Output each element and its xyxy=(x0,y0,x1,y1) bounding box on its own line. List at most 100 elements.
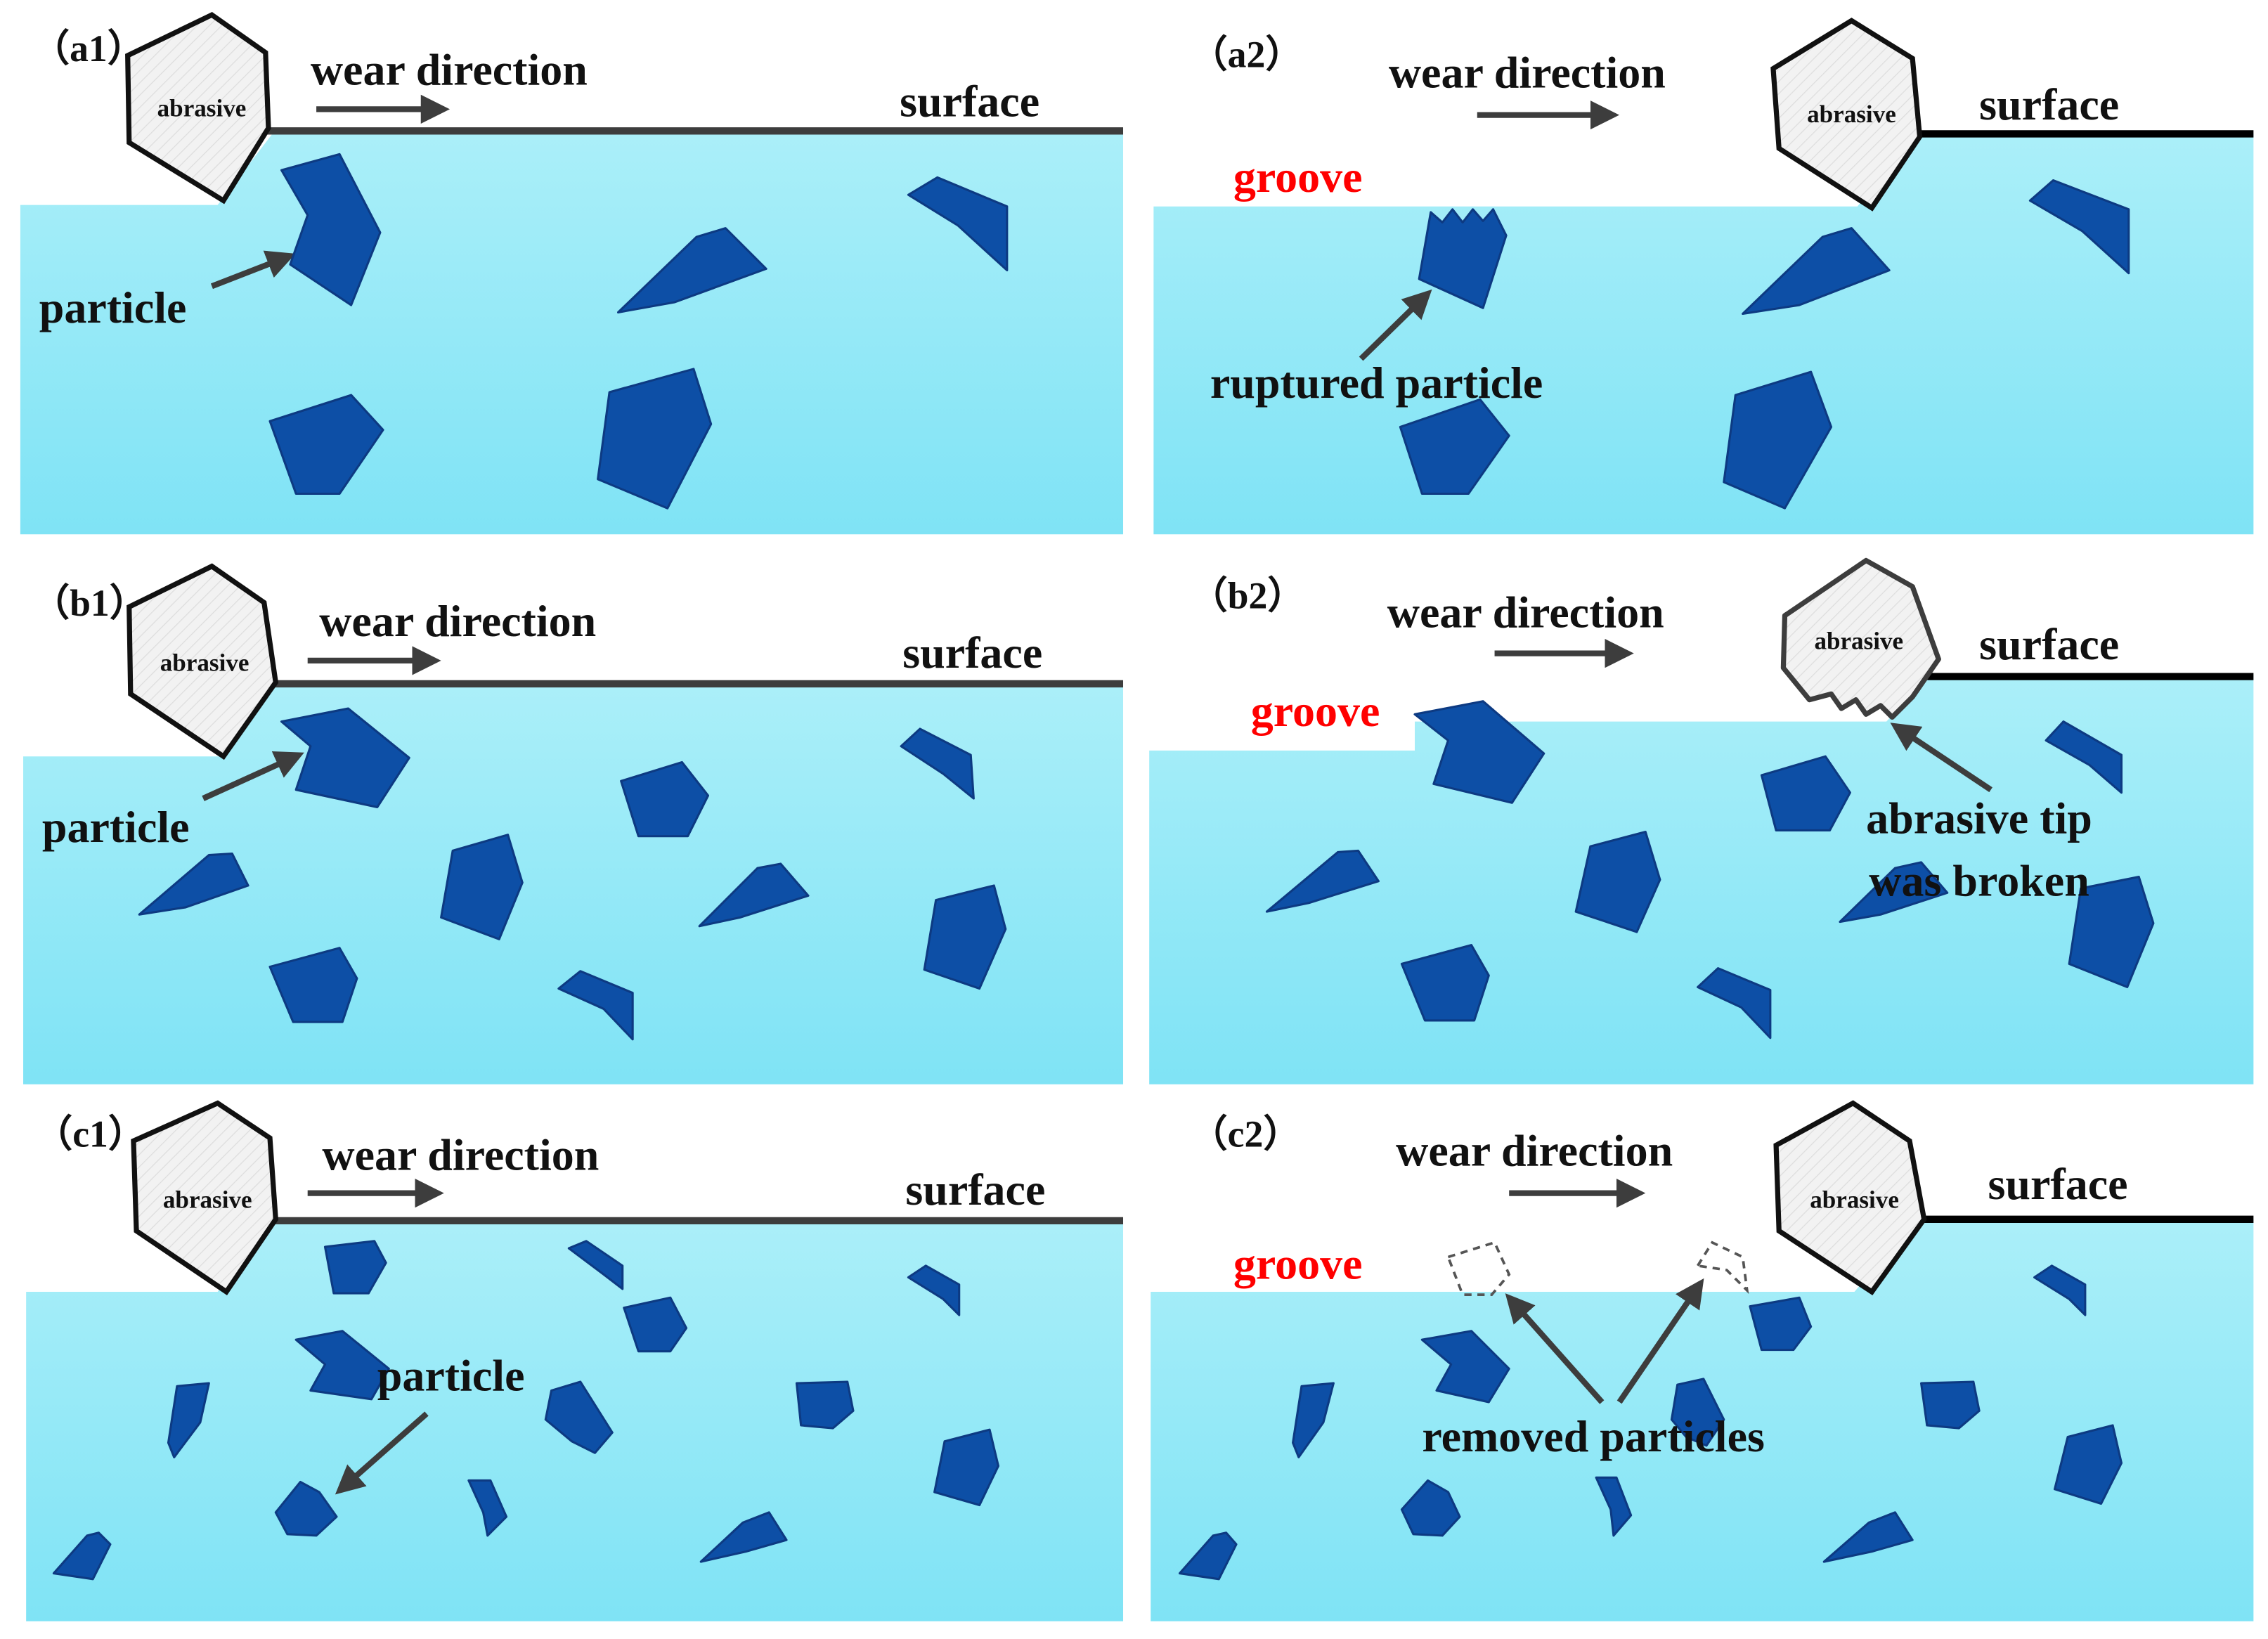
particle-icon xyxy=(1742,227,1891,316)
abrasive-grain-icon: abrasive xyxy=(131,1100,278,1296)
groove-label: groove xyxy=(1233,152,1363,202)
particle-icon xyxy=(2028,179,2130,275)
pointer-arrow xyxy=(202,751,304,801)
wear-direction-label: wear direction xyxy=(311,44,588,94)
abrasive-tip-label-line1: abrasive tip xyxy=(1866,793,2092,843)
wear-direction-label: wear direction xyxy=(319,596,596,646)
panel-a2: abrasive （a2） wear direction surface gro… xyxy=(1153,18,2254,535)
abrasive-tip-label-line2: was broken xyxy=(1869,855,2089,905)
particle-icon xyxy=(2068,876,2155,989)
particle-icon xyxy=(1400,1479,1461,1537)
particles xyxy=(52,1240,1000,1581)
particles xyxy=(1399,179,2130,510)
panel-a1: abrasive （a1） wear direction surface par… xyxy=(20,11,1124,535)
wear-direction-label: wear direction xyxy=(1389,47,1666,97)
particle-icon xyxy=(907,176,1009,272)
particle-icon xyxy=(907,1264,961,1316)
abrasive-label: abrasive xyxy=(1814,627,1903,654)
particle-icon xyxy=(1399,398,1510,495)
panel-tag: （c2） xyxy=(1190,1113,1301,1155)
broken-abrasive-grain-icon: abrasive xyxy=(1780,557,1941,720)
particle-icon xyxy=(699,1511,788,1563)
particle-icon xyxy=(2033,1264,2087,1316)
particle-icon xyxy=(567,1240,624,1290)
panel-tag: （b1） xyxy=(32,582,147,624)
particle-label: particle xyxy=(377,1350,525,1400)
ruptured-particle-icon xyxy=(1418,208,1508,309)
particle-icon xyxy=(280,707,410,808)
particle-icon xyxy=(1760,755,1851,832)
particle-icon xyxy=(923,884,1007,990)
dashed-removed-particle-icon xyxy=(1695,1240,1749,1295)
pointer-arrow xyxy=(1505,1293,1605,1404)
ruptured-particle-label: ruptured particle xyxy=(1210,358,1543,408)
particle-icon xyxy=(268,947,358,1023)
particle-icon xyxy=(933,1428,1000,1507)
abrasive-label: abrasive xyxy=(163,1186,252,1213)
surface-label: surface xyxy=(900,77,1039,127)
particle-icon xyxy=(1574,831,1661,933)
abrasive-label: abrasive xyxy=(160,649,250,676)
particle-icon xyxy=(138,852,250,916)
pointer-arrow xyxy=(335,1411,429,1495)
particle-icon xyxy=(323,1240,387,1295)
abrasive-label: abrasive xyxy=(1810,1186,1899,1213)
panel-c2: abrasive （c2） wear direction surface gro… xyxy=(1151,1100,2254,1621)
particle-icon xyxy=(1420,1330,1510,1404)
wear-direction-label: wear direction xyxy=(322,1130,599,1180)
pointer-arrow xyxy=(210,250,296,290)
panel-tag: （b2） xyxy=(1190,575,1305,617)
groove-label: groove xyxy=(1251,686,1380,736)
panel-c1: abrasive （c1） wear direction surface par… xyxy=(26,1100,1124,1621)
particle-icon xyxy=(623,1296,688,1353)
wear-direction-label: wear direction xyxy=(1396,1125,1673,1175)
particle-icon xyxy=(1292,1382,1335,1458)
particle-icon xyxy=(616,227,767,313)
abrasive-label: abrasive xyxy=(157,95,247,122)
particle-icon xyxy=(440,834,524,940)
particle-icon xyxy=(1822,1511,1914,1563)
particle-icon xyxy=(274,1480,338,1537)
surface-label: surface xyxy=(902,628,1042,678)
particle-icon xyxy=(795,1380,855,1430)
abrasive-grain-icon: abrasive xyxy=(1770,18,1923,212)
panel-tag: （a1） xyxy=(32,27,145,70)
particle-icon xyxy=(1400,944,1490,1022)
groove-label: groove xyxy=(1233,1238,1363,1288)
particles xyxy=(1178,1264,2123,1581)
particle-icon xyxy=(2045,720,2123,794)
panel-tag: （a2） xyxy=(1190,33,1303,75)
abrasive-grain-icon: abrasive xyxy=(1773,1100,1927,1295)
particles xyxy=(1265,700,2155,1039)
particle-label: particle xyxy=(39,283,187,332)
particle-icon xyxy=(1178,1531,1238,1581)
pointer-arrow xyxy=(1359,289,1432,361)
particle-icon xyxy=(467,1479,508,1537)
panel-b1: abrasive （b1） wear direction surface par… xyxy=(23,563,1124,1084)
particle-icon xyxy=(620,760,710,838)
particle-icon xyxy=(1749,1296,1813,1352)
particle-icon xyxy=(294,1330,390,1401)
surface-label: surface xyxy=(1979,619,2119,669)
particle-icon xyxy=(1920,1380,1981,1430)
surface-label: surface xyxy=(1979,79,2119,129)
particle-icon xyxy=(1839,861,1949,924)
particle-icon xyxy=(544,1380,614,1454)
particles xyxy=(268,153,1009,510)
particle-icon xyxy=(52,1531,112,1581)
particle-icon xyxy=(900,727,975,800)
particle-icon xyxy=(280,153,382,306)
abrasive-grain-icon: abrasive xyxy=(125,11,271,205)
particle-icon xyxy=(557,970,634,1041)
particle-icon xyxy=(1670,1378,1725,1447)
particle-label: particle xyxy=(42,802,190,852)
particles xyxy=(138,707,1007,1041)
particle-icon xyxy=(1265,849,1380,913)
pointer-arrow xyxy=(1890,723,1992,793)
particle-icon xyxy=(698,862,810,928)
particle-icon xyxy=(1595,1476,1633,1537)
surface-label: surface xyxy=(1988,1159,2128,1209)
particle-icon xyxy=(1697,967,1772,1039)
removed-particle-outlines xyxy=(1446,1240,1749,1297)
